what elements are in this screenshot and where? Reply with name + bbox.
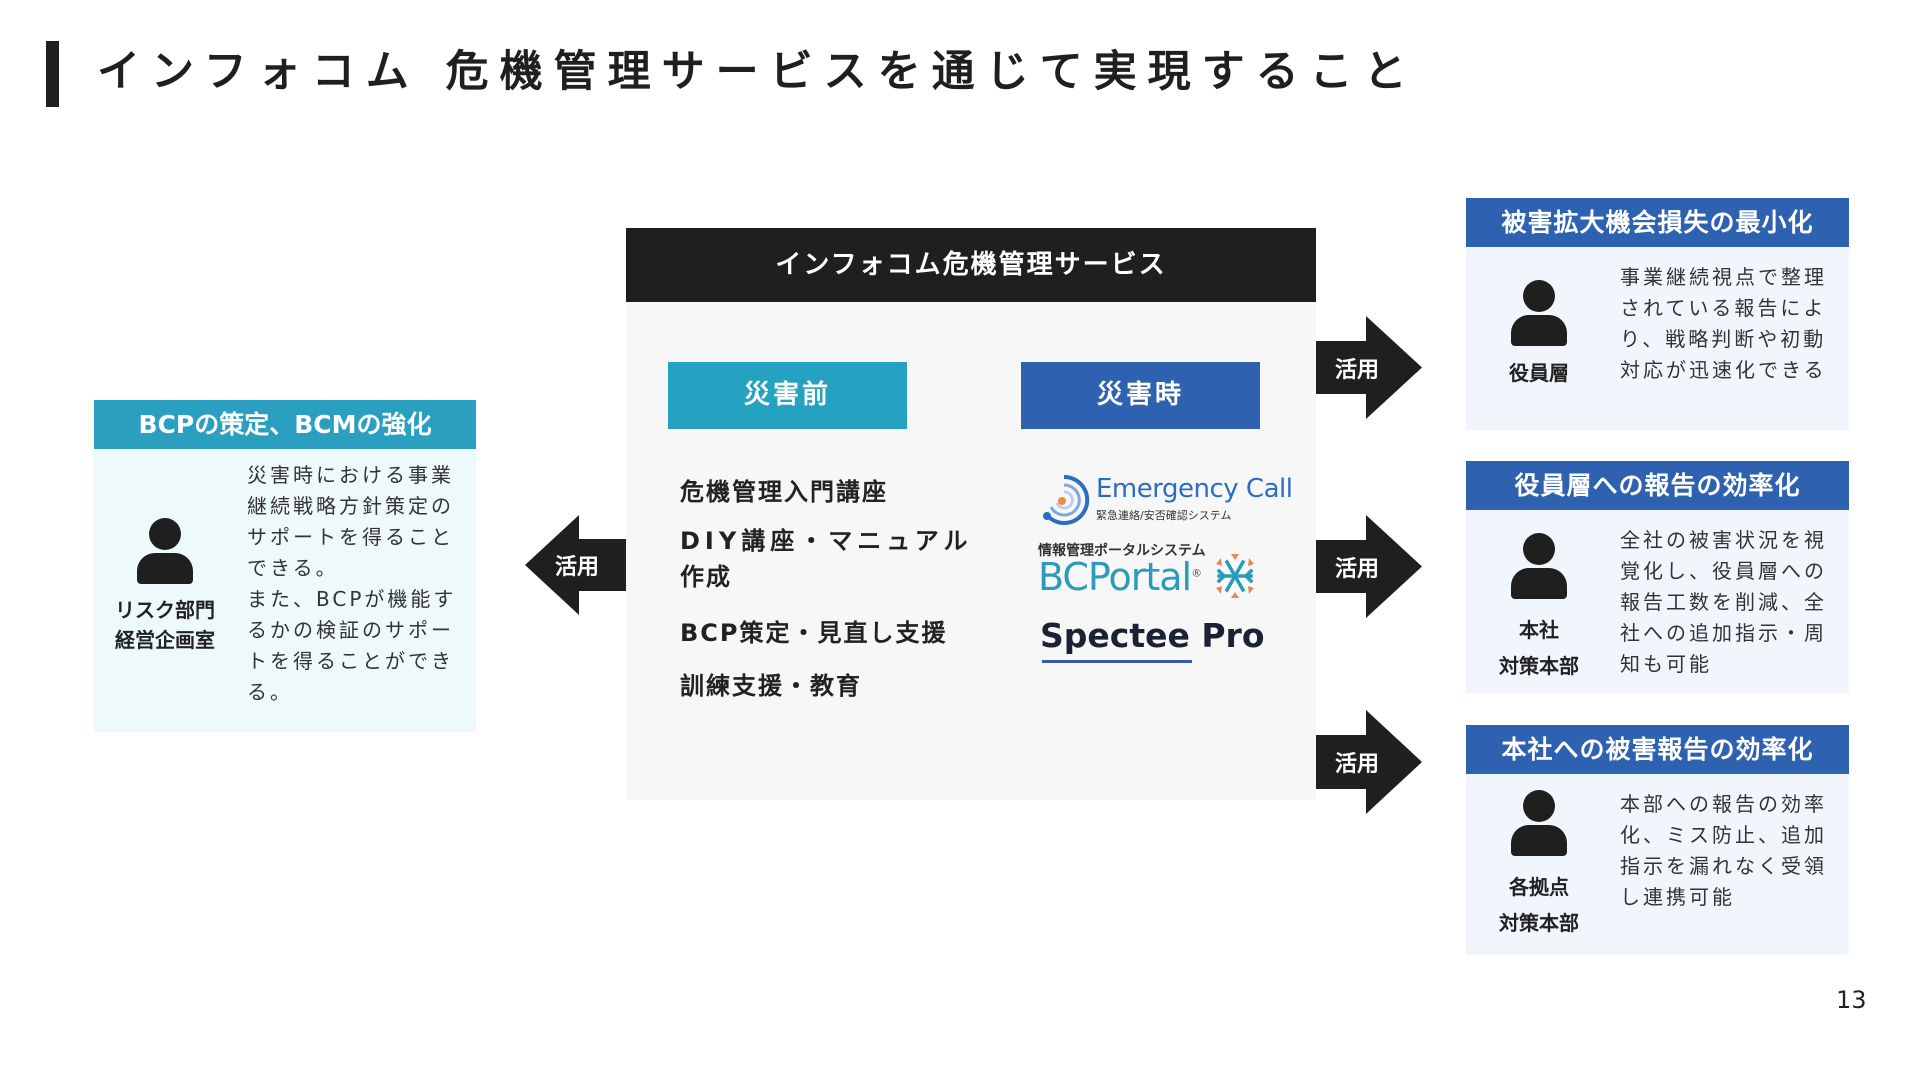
emergency-call-logo: Emergency Call 緊急連絡/安否確認システム — [1038, 474, 1293, 528]
person-icon — [1511, 790, 1567, 856]
page-number: 13 — [1836, 986, 1867, 1014]
bcportal-logo: 情報管理ポータルシステム BCPortal® — [1038, 540, 1268, 600]
emergency-call-name: Emergency Call — [1096, 474, 1293, 504]
right-panel-description: 事業継続視点で整理 されている報告によ り、戦略判断や初動 対応が迅速化できる — [1620, 265, 1827, 382]
spectee-pro-name: Spectee Pro — [1040, 616, 1265, 655]
emergency-call-icon — [1043, 474, 1090, 525]
left-panel-description: 災害時における事業 継続戦略方針策定の サポートを得ること できる。 また、BC… — [247, 463, 457, 704]
service-item: DIY講座・マニュアル — [680, 527, 973, 555]
right-panel-role: 各拠点 対策本部 — [1466, 869, 1612, 941]
left-panel-heading: BCPの策定、BCMの強化 — [94, 400, 476, 449]
right-panel-role: 役員層 — [1466, 358, 1612, 388]
bcportal-name: BCPortal® — [1038, 555, 1202, 599]
right-panel-branches: 本社への被害報告の効率化 各拠点 対策本部 本部への報告の効率 化、ミス防止、追… — [1466, 725, 1849, 955]
phase-during-disaster: 災害時 — [1021, 362, 1260, 429]
role-line-1: 役員層 — [1509, 361, 1569, 385]
snowflake-icon — [1216, 554, 1254, 598]
arrow-right-label: 活用 — [1335, 752, 1380, 777]
phase-before-disaster: 災害前 — [668, 362, 907, 429]
arrow-left-icon — [525, 515, 626, 615]
role-line-1: リスク部門 — [115, 598, 215, 622]
arrow-right-icon — [1316, 710, 1422, 814]
spectee-pro-logo: Spectee Pro — [1038, 616, 1268, 668]
role-line-1: 本社 — [1519, 618, 1559, 642]
left-panel-bcp: BCPの策定、BCMの強化 リスク部門 経営企画室 災害時における事業 継続戦略… — [94, 400, 476, 732]
registered-mark: ® — [1191, 566, 1202, 580]
center-panel-services: インフォコム危機管理サービス 災害前 災害時 危機管理入門講座 DIY講座・マニ… — [626, 228, 1316, 800]
right-panel-description: 本部への報告の効率 化、ミス防止、追加 指示を漏れなく受領 し連携可能 — [1620, 792, 1827, 909]
arrow-right-icon — [1316, 316, 1422, 419]
right-panel-description: 全社の被害状況を視 覚化し、役員層への 報告工数を削減、全 社への追加指示・周 … — [1620, 528, 1827, 676]
person-icon — [1511, 533, 1567, 599]
right-panel-hq: 役員層への報告の効率化 本社 対策本部 全社の被害状況を視 覚化し、役員層への … — [1466, 461, 1849, 693]
role-line-1: 各拠点 — [1509, 875, 1569, 899]
person-icon — [1511, 280, 1567, 346]
service-item: 作成 — [680, 563, 732, 591]
bcportal-subtitle: 情報管理ポータルシステム — [1038, 543, 1206, 559]
service-item: 訓練支援・教育 — [680, 672, 862, 700]
arrow-right-label: 活用 — [1335, 358, 1380, 383]
arrow-right-label: 活用 — [1335, 557, 1380, 582]
service-item: 危機管理入門講座 — [680, 478, 888, 506]
page-title: インフォコム 危機管理サービスを通じて実現すること — [97, 47, 1418, 97]
left-panel-role: リスク部門 経営企画室 — [94, 595, 236, 655]
right-panel-heading: 役員層への報告の効率化 — [1466, 461, 1849, 510]
role-line-2: 経営企画室 — [115, 628, 215, 652]
arrow-left-label: 活用 — [555, 555, 600, 580]
bcportal-name-text: BCPortal — [1038, 555, 1192, 599]
person-icon — [137, 518, 193, 584]
role-line-2: 対策本部 — [1499, 654, 1579, 678]
right-panel-role: 本社 対策本部 — [1466, 612, 1612, 684]
title-accent-bar — [46, 41, 59, 107]
spectee-underline — [1042, 660, 1192, 663]
service-item: BCP策定・見直し支援 — [680, 619, 948, 647]
right-panel-heading: 被害拡大機会損失の最小化 — [1466, 198, 1849, 247]
right-panel-executives: 被害拡大機会損失の最小化 役員層 事業継続視点で整理 されている報告によ り、戦… — [1466, 198, 1849, 430]
role-line-2: 対策本部 — [1499, 911, 1579, 935]
right-panel-heading: 本社への被害報告の効率化 — [1466, 725, 1849, 774]
emergency-call-subtitle: 緊急連絡/安否確認システム — [1096, 509, 1232, 522]
arrow-right-icon — [1316, 515, 1422, 618]
center-panel-heading: インフォコム危機管理サービス — [626, 228, 1316, 302]
